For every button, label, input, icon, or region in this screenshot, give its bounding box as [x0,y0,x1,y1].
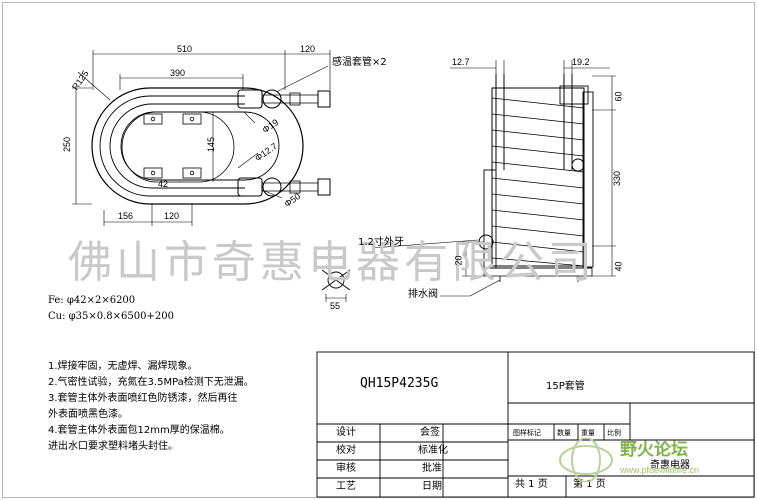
label-countersign: 会签 [420,427,440,438]
bracket [182,167,202,179]
label-check: 校对 [336,445,356,456]
label-approval: 批准 [422,463,442,474]
bracket [182,113,202,125]
label-date: 日期 [422,481,442,492]
dim-60: 60 [613,91,624,102]
left-dimensions [72,50,331,226]
label-process: 工艺 [336,481,356,492]
coil-side-view [478,74,594,282]
dim-20: 20 [453,255,464,266]
forum-logo-icon [559,438,613,482]
label-standardization: 标准化 [418,445,448,456]
dim-42: 42 [158,179,169,189]
title-block-grid [316,351,755,498]
dim-40: 40 [613,261,624,272]
drain-valve-callout: 排水阀 [408,289,438,300]
company-watermark: 佛山市奇惠电器有限公司 [68,237,596,288]
company-name: 奇惠电器 [650,460,690,471]
thread-detail [321,269,351,302]
dim-19-2: 19.2 [572,57,590,67]
dim-55: 55 [330,301,341,311]
forum-logo-url: www.pfdewildfire.cn [620,465,700,475]
sheet-number: 第 1 页 [573,479,606,490]
dim-250: 250 [62,136,73,153]
label-design: 设计 [336,427,356,438]
dim-12-7: 12.7 [452,57,470,67]
note-line: 4.套管主体外表面包12mm厚的保温棉。 [48,425,230,436]
dim-145: 145 [206,136,217,153]
note-line: 1.焊接牢固，无虚焊、漏焊现象。 [48,361,198,372]
label-review: 审核 [336,463,356,474]
note-line: 3.套管主体外表面喷红色防锈漆，然后再往 [48,393,238,404]
dim-510: 510 [177,44,193,54]
coil-top-view [91,87,331,205]
material-cu: Cu: φ35×0.8×6500+200 [48,311,174,322]
right-dimensions [371,60,616,297]
col-header: 数量 [557,429,571,437]
dim-120-bottom: 120 [164,211,180,221]
col-header: 图样标记 [513,429,541,437]
bracket [143,113,163,125]
col-header: 比例 [607,429,621,437]
dim-330: 330 [612,170,623,187]
note-line: 2.气密性试验，充氮在3.5MPa检测下无泄漏。 [48,377,254,388]
dim-156: 156 [118,211,134,221]
sensor-sleeve-callout: 感温套管×2 [332,57,387,68]
dim-120-top: 120 [300,44,316,54]
sheet-total: 共 1 页 [515,479,548,490]
bracket [143,167,163,179]
part-number: QH15P4235G [360,376,439,391]
thread-callout: 1.2寸外牙 [358,237,404,248]
note-line: 外表面喷黑色漆。 [48,409,128,420]
part-name: 15P套管 [546,381,585,392]
forum-logo-text: 野火论坛 [620,440,688,460]
dim-390: 390 [170,68,186,78]
note-line: 进出水口要求塑料堵头封住。 [48,441,178,452]
material-fe: Fe: φ42×2×6200 [48,295,136,306]
col-header: 重量 [581,429,595,437]
